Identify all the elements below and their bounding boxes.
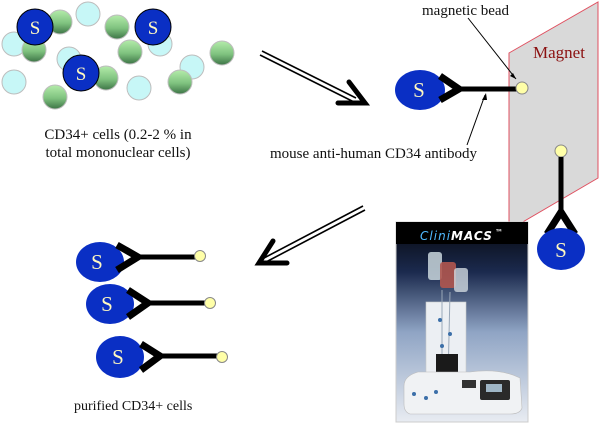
lymphocyte-cell	[42, 84, 68, 110]
hanging-labeled-stem-cell: S	[537, 144, 585, 270]
stem-cell-letter: S	[91, 250, 103, 274]
magnetic-bead	[204, 297, 216, 309]
cd34-cells-label-line-2: total mononuclear cells)	[45, 145, 191, 161]
stem-cell-s	[16, 8, 54, 46]
stem-cell-letter: S	[30, 18, 41, 39]
magnet-plate	[508, 1, 599, 231]
cd34-cells-label: CD34+ cells (0.2-2 % in total mononuclea…	[18, 126, 218, 162]
purified-cell-3: S	[96, 336, 228, 378]
antibody-y-shape	[544, 205, 578, 236]
clinimacs-device-photo	[395, 221, 529, 423]
stem-cell-letter: S	[101, 292, 113, 316]
magnet-label: Magnet	[533, 43, 585, 62]
mononuclear-cell	[126, 75, 152, 101]
stem-cell-letter: S	[413, 78, 425, 102]
cd34-cells-label-line-1: CD34+ cells (0.2-2 % in	[44, 127, 192, 143]
purified-cell-2: S	[86, 284, 216, 324]
lymphocyte-cell	[104, 14, 130, 40]
stem-cell-letter: S	[148, 18, 159, 39]
mononuclear-cell	[75, 1, 101, 27]
process-arrow-2	[254, 205, 366, 266]
stem-cell-s	[62, 54, 100, 92]
magnetic-bead	[216, 351, 228, 363]
process-arrow-1	[259, 50, 371, 106]
antibody-label: mouse anti-human CD34 antibody	[270, 146, 478, 162]
purified-cells-label: purified CD34+ cells	[74, 399, 193, 414]
magnetic-bead	[554, 144, 568, 158]
bead-pointer-arrowhead	[510, 73, 516, 79]
antibody-pointer-arrowhead	[482, 93, 487, 100]
labeled-stem-cell-on-magnet: S	[395, 70, 529, 110]
stem-cell-letter: S	[76, 64, 87, 85]
brand-part-macs: MACS	[451, 229, 493, 243]
stem-cell-letter: S	[555, 238, 567, 262]
lymphocyte-cell	[209, 40, 235, 66]
lymphocyte-cell	[117, 39, 143, 65]
stem-cell-s	[134, 8, 172, 46]
mixed-cell-population: S S S	[1, 1, 235, 110]
antibody-pointer-line	[466, 94, 486, 146]
trademark-symbol: ™	[494, 228, 504, 237]
magnetic-bead	[515, 81, 529, 95]
magnetic-bead	[194, 250, 206, 262]
purified-cell-1: S	[76, 241, 206, 282]
mononuclear-cell	[1, 69, 27, 95]
stem-cell-letter: S	[112, 345, 124, 369]
magnetic-bead-label: magnetic bead	[422, 3, 510, 19]
lymphocyte-cell	[167, 69, 193, 95]
bead-pointer-line	[467, 17, 517, 80]
brand-part-clini: Clini	[420, 229, 452, 243]
